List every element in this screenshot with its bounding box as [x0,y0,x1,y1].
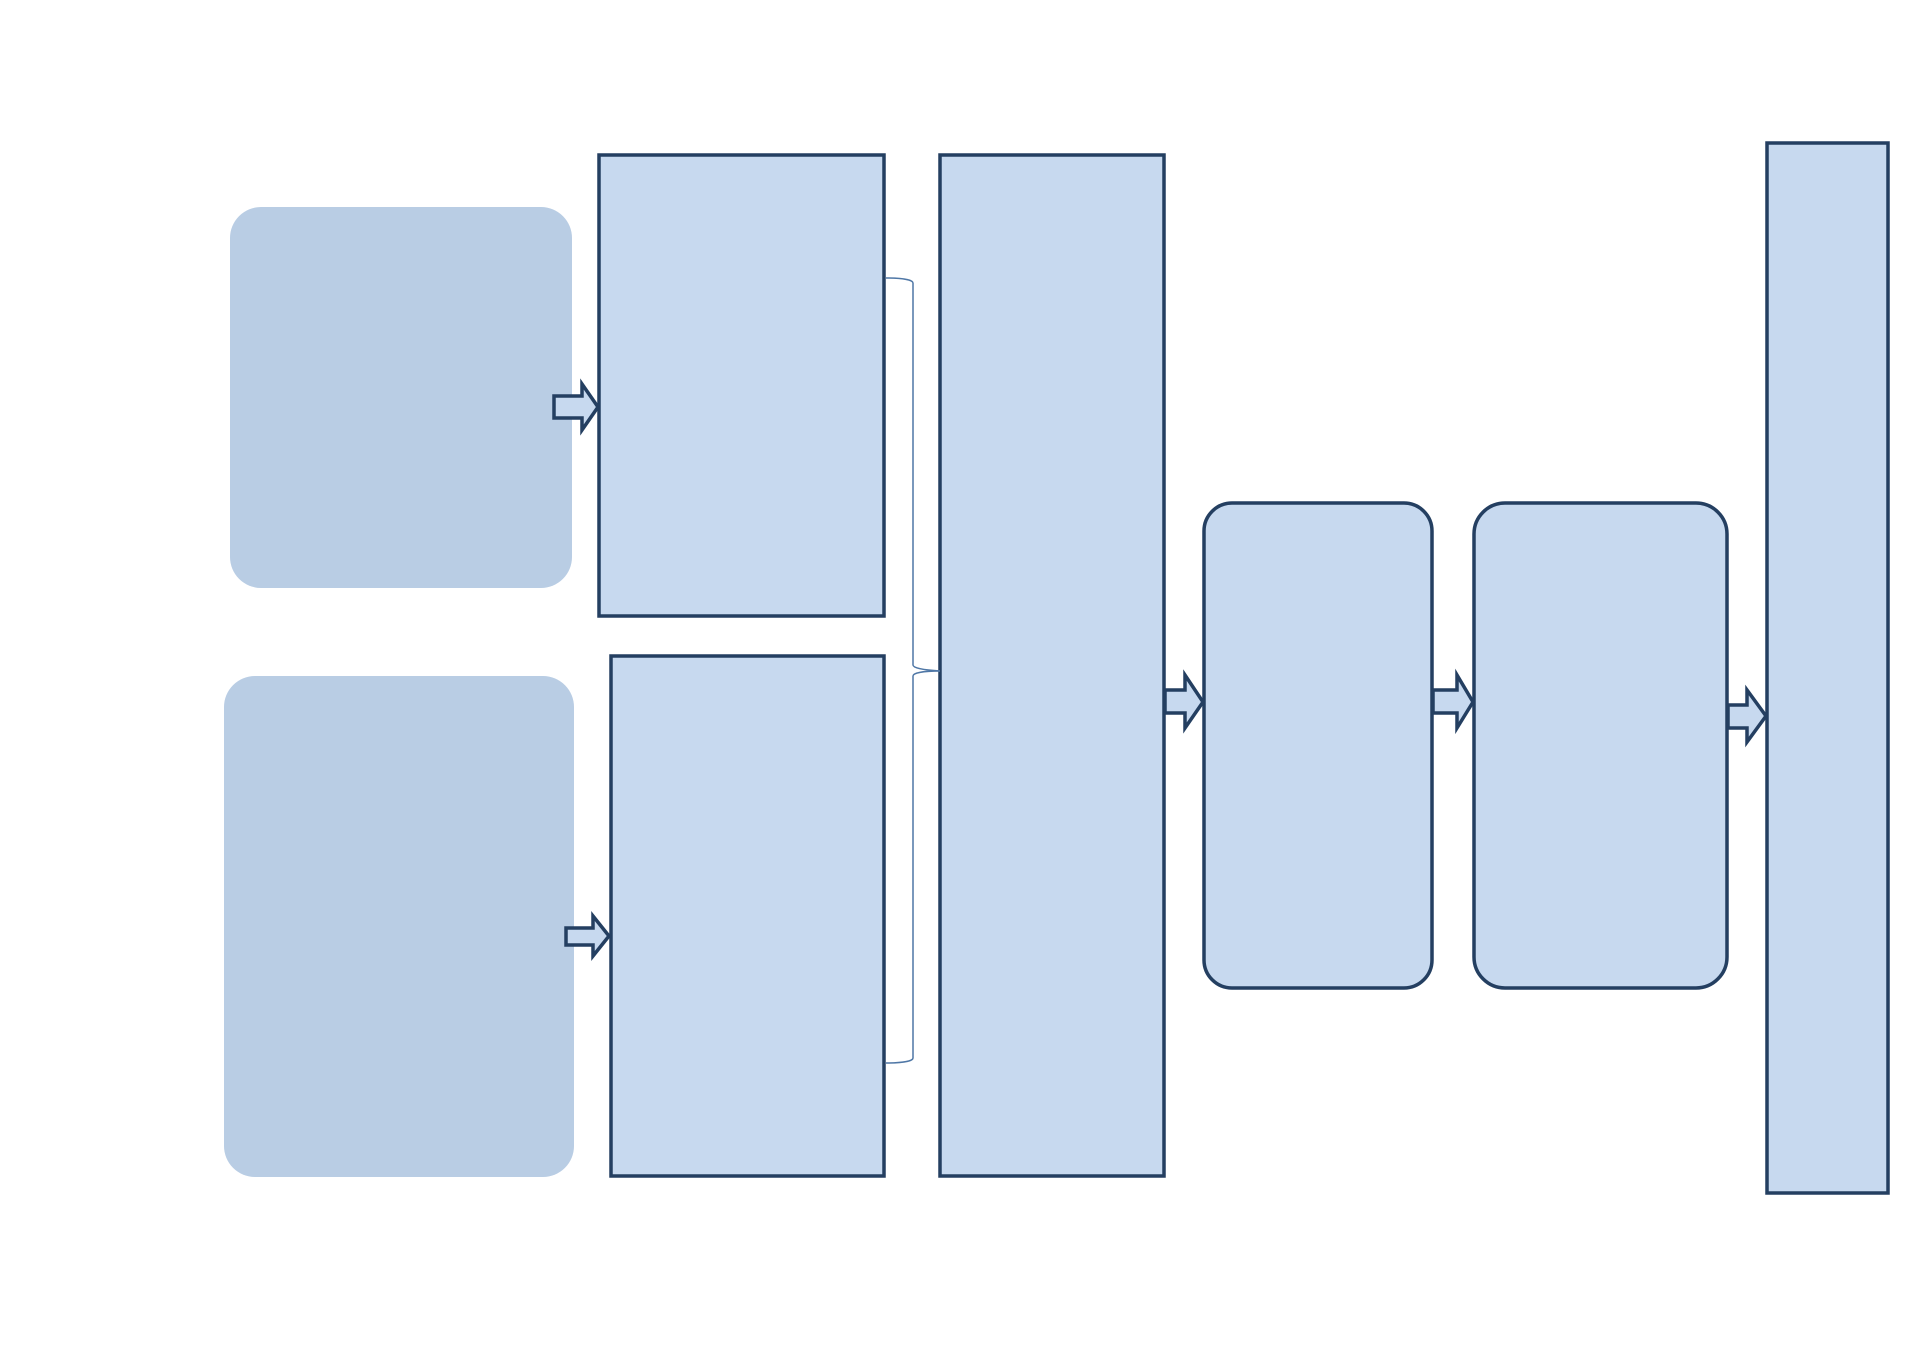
process-box-1-shape [597,153,886,618]
process-box-1 [597,153,886,618]
arrow-icon-merge-to-stepa [1163,669,1206,734]
input-box-1 [230,207,572,588]
arrow-icon-input1-to-process1 [552,378,601,436]
arrow-icon-stepb-to-output [1726,684,1769,748]
input-box-1-shape [230,207,572,588]
merge-box [938,153,1166,1178]
output-box [1765,141,1890,1195]
process-box-2 [609,654,886,1178]
process-box-2-shape [609,654,886,1178]
step-box-b [1472,501,1729,990]
step-box-b-shape [1472,501,1729,990]
output-box-shape [1765,141,1890,1195]
arrow-icon-input2-to-process2 [564,911,612,961]
input-box-2-shape [224,676,574,1177]
brace-connector-top [885,277,941,672]
step-box-a [1202,501,1434,990]
input-box-2 [224,676,574,1177]
step-box-a-shape [1202,501,1434,990]
merge-box-shape [938,153,1166,1178]
arrow-icon-stepa-to-stepb [1431,668,1476,735]
brace-connector-bottom [885,670,941,1064]
